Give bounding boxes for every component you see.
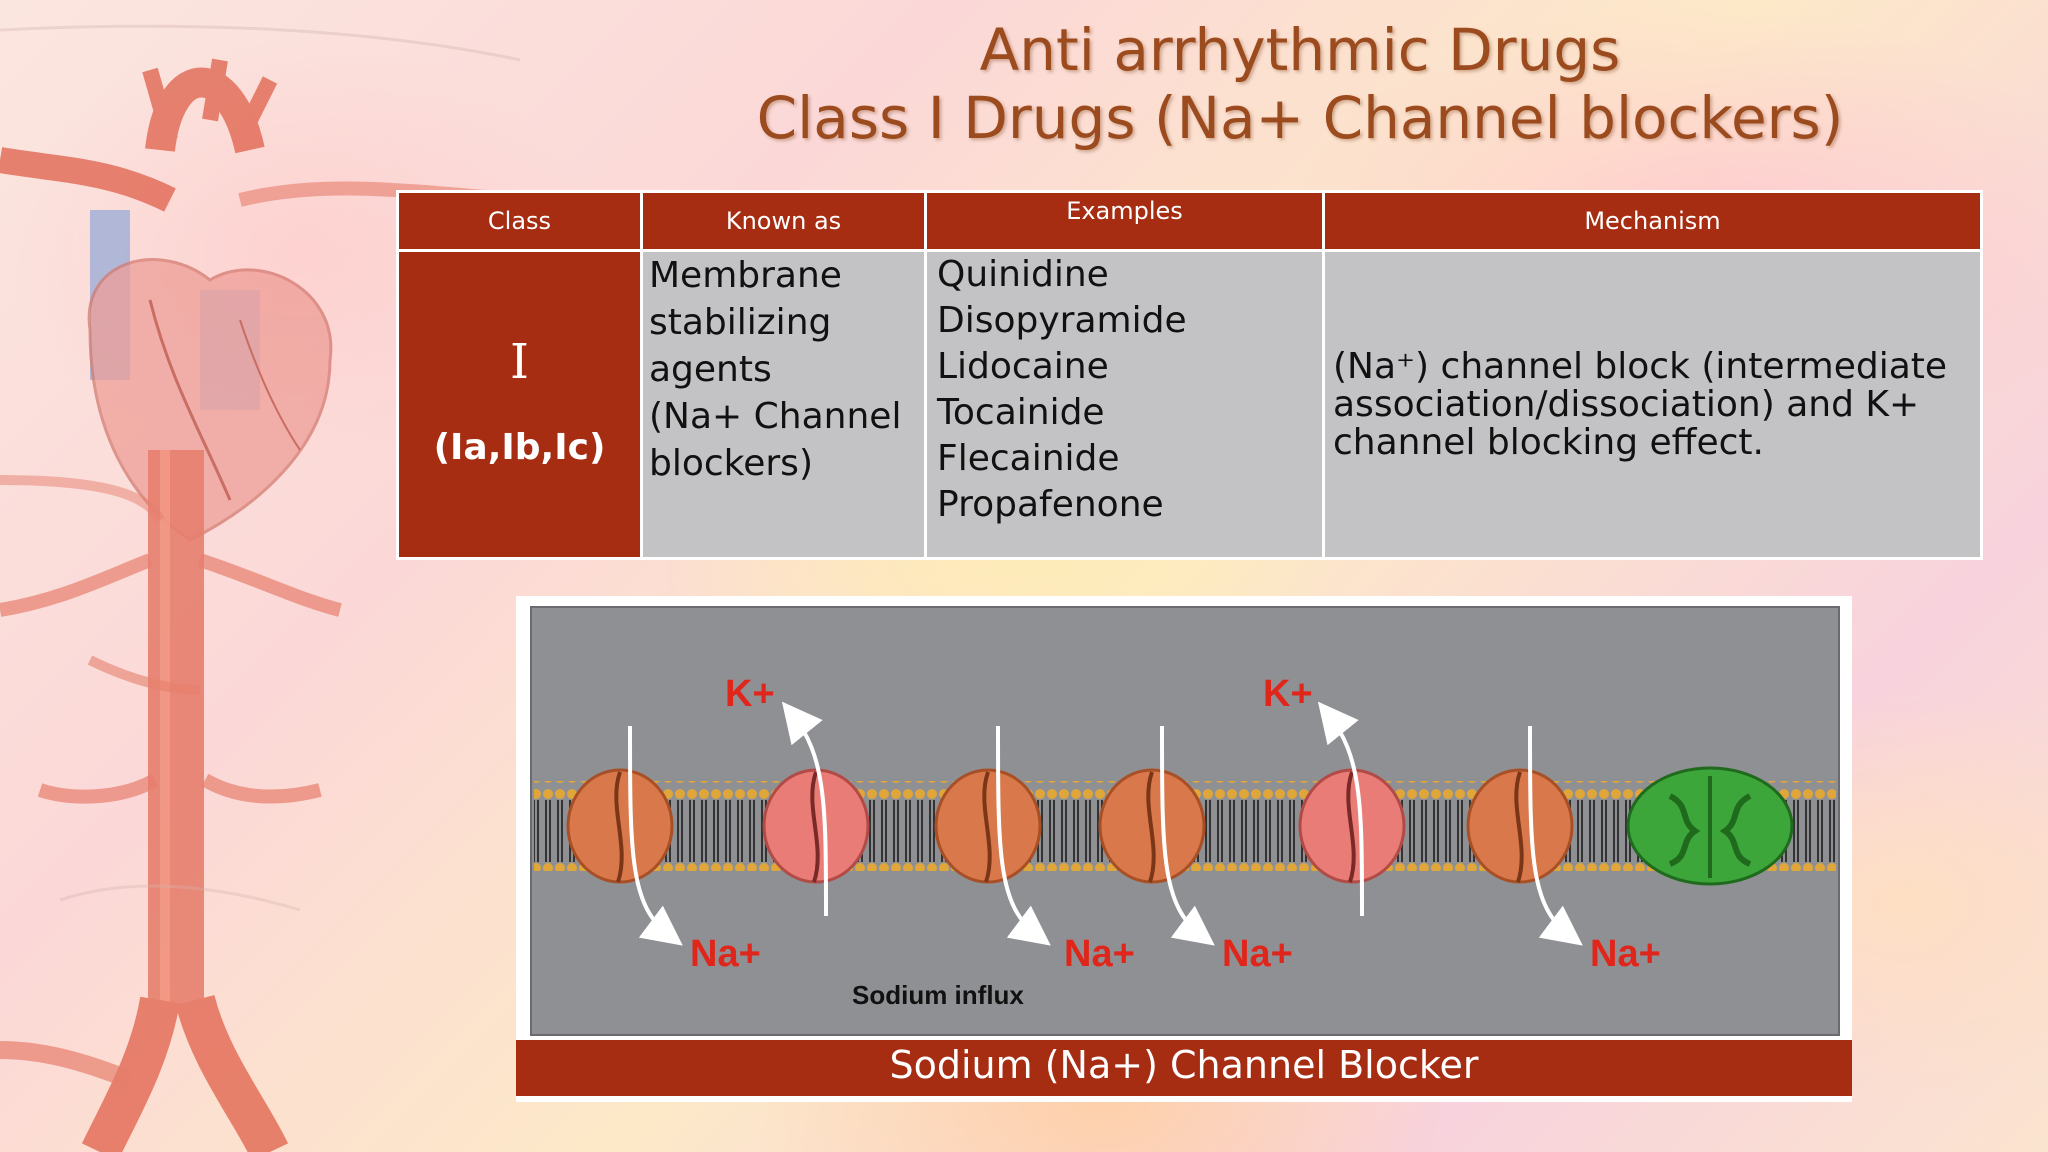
class-cell: I (Ia,Ib,Ic) xyxy=(396,249,643,560)
na-flow-arrow xyxy=(1528,725,1583,946)
example-drug: Lidocaine xyxy=(937,346,1109,387)
header-class: Class xyxy=(396,190,643,252)
na-flow-arrow xyxy=(996,725,1051,946)
known-as-line: stabilizing xyxy=(649,302,832,343)
class-numeral: I xyxy=(510,333,529,390)
header-mechanism: Mechanism xyxy=(1322,190,1983,252)
mechanism-cell: (Na⁺) channel block (intermediate associ… xyxy=(1322,249,1983,560)
sodium-channel-figure: K+ K+ Na+ Na+ Na+ Na+ Sodium influx Sodi… xyxy=(516,596,1852,1102)
k-channel-1 xyxy=(762,768,870,884)
k-channel-2 xyxy=(1298,768,1406,884)
known-as-cell: Membrane stabilizing agents (Na+ Channel… xyxy=(640,249,927,560)
mechanism-line: channel blocking effect. xyxy=(1333,421,1764,463)
known-as-line: (Na+ Channel xyxy=(649,396,902,437)
known-as-line: blockers) xyxy=(649,443,813,484)
na-channel-3 xyxy=(1098,768,1206,884)
examples-cell: Quinidine Disopyramide Lidocaine Tocaini… xyxy=(924,249,1325,560)
example-drug: Quinidine xyxy=(937,254,1109,295)
header-known-as: Known as xyxy=(640,190,927,252)
known-as-line: Membrane xyxy=(649,255,842,296)
example-drug: Flecainide xyxy=(937,438,1120,479)
na-ion-label: Na+ xyxy=(1590,933,1661,975)
example-drug: Tocainide xyxy=(937,392,1105,433)
na-ion-label: Na+ xyxy=(1222,933,1293,975)
na-channel-1 xyxy=(566,768,674,884)
k-ion-label: K+ xyxy=(725,673,775,715)
title-line-1: Anti arrhythmic Drugs xyxy=(979,16,1621,84)
heart-anatomy-illustration xyxy=(0,24,520,1152)
title-line-2: Class I Drugs (Na+ Channel blockers) xyxy=(756,84,1844,152)
example-drug: Disopyramide xyxy=(937,300,1187,341)
na-channel-4 xyxy=(1466,768,1574,884)
k-flow-arrow xyxy=(781,701,828,917)
mechanism-line: (Na⁺) channel block (intermediate xyxy=(1333,345,1948,387)
mechanism-line: association/dissociation) and K+ xyxy=(1333,383,1920,425)
na-ion-label: Na+ xyxy=(690,933,761,975)
k-flow-arrow xyxy=(1317,701,1364,917)
na-flow-arrow xyxy=(628,725,683,946)
class-subclasses: (Ia,Ib,Ic) xyxy=(433,426,606,468)
example-drug: Propafenone xyxy=(937,484,1164,525)
sodium-influx-label: Sodium influx xyxy=(852,980,1024,1010)
na-ion-label: Na+ xyxy=(1064,933,1135,975)
k-ion-label: K+ xyxy=(1263,673,1313,715)
table-row: I (Ia,Ib,Ic) Membrane stabilizing agents… xyxy=(396,249,1983,560)
na-flow-arrow xyxy=(1160,725,1215,946)
table-header-row: Class Known as Examples Mechanism xyxy=(396,190,1983,252)
drug-class-table: Class Known as Examples Mechanism I (Ia,… xyxy=(396,190,1983,560)
na-channel-2 xyxy=(934,768,1042,884)
figure-caption: Sodium (Na+) Channel Blocker xyxy=(516,1040,1852,1096)
slide-title: Anti arrhythmic Drugs Class I Drugs (Na+… xyxy=(560,16,2040,152)
known-as-line: agents xyxy=(649,349,772,390)
header-examples: Examples xyxy=(924,190,1325,252)
blocked-channel xyxy=(1626,766,1794,886)
membrane-diagram: K+ K+ Na+ Na+ Na+ Na+ Sodium influx xyxy=(530,606,1840,1036)
